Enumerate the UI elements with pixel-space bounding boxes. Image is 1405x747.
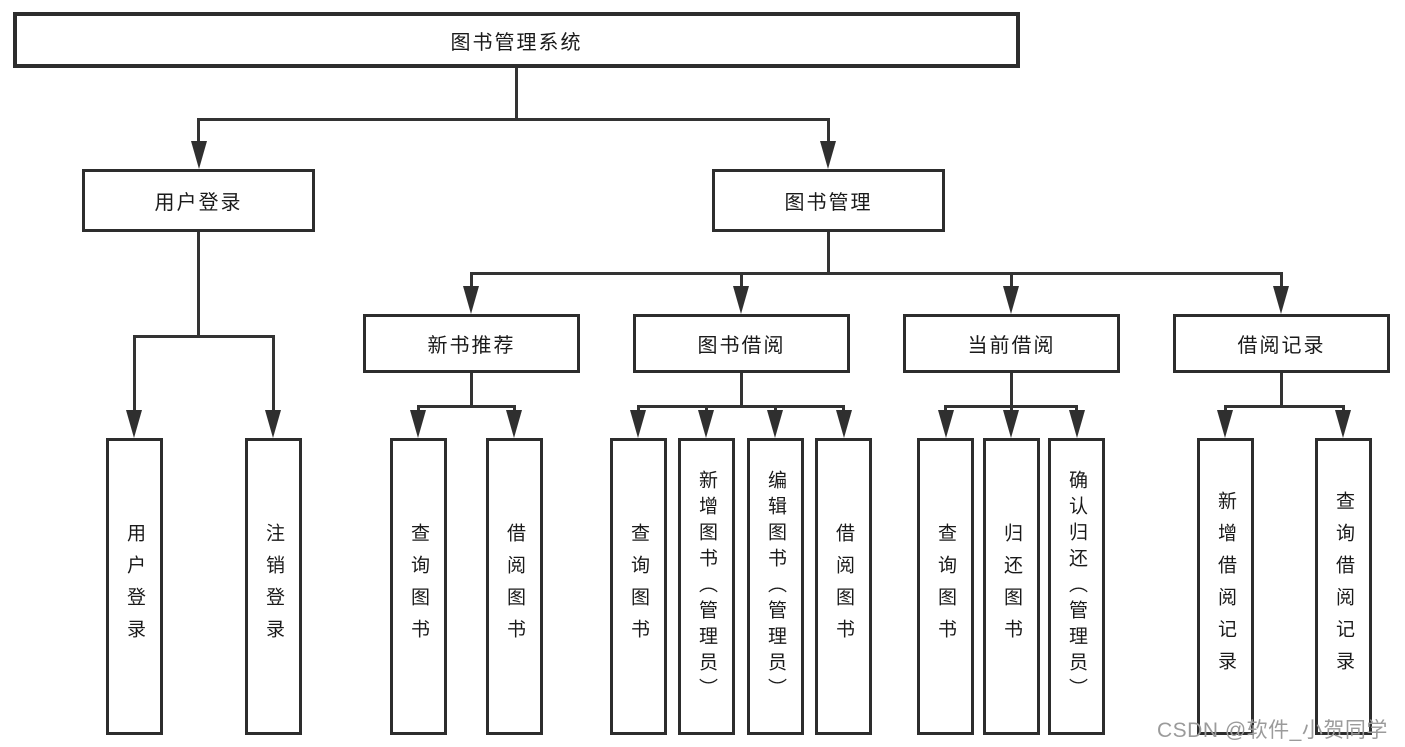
leaf-return-books: 归还图书 <box>983 438 1040 735</box>
node-label: 图书借阅 <box>697 335 786 357</box>
arrow-down-icon <box>506 410 522 438</box>
node-root: 图书管理系统 <box>13 12 1020 68</box>
leaf-add-borrow-record: 新增借阅记录 <box>1197 438 1254 735</box>
arrow-down-icon <box>1003 286 1019 314</box>
connector-line <box>827 232 830 275</box>
arrow-down-icon <box>1217 410 1233 438</box>
leaf-edit-book-admin: 编辑图书（管理员） <box>747 438 804 735</box>
arrow-down-icon <box>1335 410 1351 438</box>
connector-line <box>133 335 136 412</box>
connector-line <box>637 405 845 408</box>
connector-line <box>637 405 640 413</box>
connector-line <box>470 272 1283 275</box>
arrow-down-icon <box>1273 286 1289 314</box>
connector-line <box>842 405 845 413</box>
connector-line <box>1224 405 1227 413</box>
node-borrowing-records: 借阅记录 <box>1173 314 1390 373</box>
connector-line <box>197 232 200 338</box>
leaf-label: 确认归还（管理员） <box>1066 469 1087 704</box>
arrow-down-icon <box>630 410 646 438</box>
connector-line <box>133 335 274 338</box>
connector-line <box>1280 272 1283 289</box>
connector-line <box>513 405 516 413</box>
node-label: 新书推荐 <box>427 335 516 357</box>
connector-line <box>1280 373 1283 407</box>
arrow-down-icon <box>733 286 749 314</box>
connector-line <box>1010 373 1013 407</box>
leaf-label: 查询图书 <box>935 522 956 651</box>
connector-line <box>197 118 200 144</box>
arrow-down-icon <box>265 410 281 438</box>
connector-line <box>197 118 830 121</box>
leaf-query-borrow-record: 查询借阅记录 <box>1315 438 1372 735</box>
leaf-label: 归还图书 <box>1001 522 1022 651</box>
node-label: 当前借阅 <box>967 335 1056 357</box>
leaf-confirm-return-admin: 确认归还（管理员） <box>1048 438 1105 735</box>
node-label: 借阅记录 <box>1237 335 1326 357</box>
leaf-query-books-borrowing: 查询图书 <box>610 438 667 735</box>
arrow-down-icon <box>767 410 783 438</box>
node-book-management: 图书管理 <box>712 169 945 232</box>
leaf-borrow-books-recommend: 借阅图书 <box>486 438 543 735</box>
node-label: 用户登录 <box>154 192 243 214</box>
arrow-down-icon <box>410 410 426 438</box>
leaf-label: 查询借阅记录 <box>1333 490 1354 683</box>
csdn-watermark: CSDN @软件_小贺同学 <box>1157 719 1388 742</box>
leaf-borrow-books-borrowing: 借阅图书 <box>815 438 872 735</box>
leaf-label: 查询图书 <box>628 522 649 651</box>
node-user-login: 用户登录 <box>82 169 315 232</box>
connector-line <box>740 272 743 289</box>
connector-line <box>470 272 473 289</box>
connector-line <box>417 405 516 408</box>
leaf-label: 借阅图书 <box>833 522 854 651</box>
leaf-label: 注销登录 <box>263 522 284 651</box>
connector-line <box>470 373 473 407</box>
leaf-query-books-current: 查询图书 <box>917 438 974 735</box>
arrow-down-icon <box>463 286 479 314</box>
connector-line <box>827 118 830 144</box>
arrow-down-icon <box>836 410 852 438</box>
leaf-label: 用户登录 <box>124 522 145 651</box>
connector-line <box>272 335 275 412</box>
arrow-down-icon <box>1069 410 1085 438</box>
leaf-label: 编辑图书（管理员） <box>765 469 786 704</box>
connector-line <box>417 405 420 413</box>
node-new-book-recommendation: 新书推荐 <box>363 314 580 373</box>
leaf-user-login: 用户登录 <box>106 438 163 735</box>
leaf-add-book-admin: 新增图书（管理员） <box>678 438 735 735</box>
connector-line <box>515 68 518 120</box>
leaf-label: 查询图书 <box>408 522 429 651</box>
connector-line <box>705 405 708 413</box>
leaf-label: 新增图书（管理员） <box>696 469 717 704</box>
leaf-query-books-recommend: 查询图书 <box>390 438 447 735</box>
connector-line <box>740 373 743 407</box>
arrow-down-icon <box>1003 410 1019 438</box>
arrow-down-icon <box>191 141 207 169</box>
node-label: 图书管理 <box>784 192 873 214</box>
arrow-down-icon <box>938 410 954 438</box>
leaf-logout: 注销登录 <box>245 438 302 735</box>
connector-line <box>1224 405 1345 408</box>
connector-line <box>1010 272 1013 289</box>
connector-line <box>774 405 777 413</box>
leaf-label: 借阅图书 <box>504 522 525 651</box>
arrow-down-icon <box>126 410 142 438</box>
connector-line <box>1010 405 1013 413</box>
connector-line <box>944 405 947 413</box>
node-current-borrowing: 当前借阅 <box>903 314 1120 373</box>
arrow-down-icon <box>698 410 714 438</box>
connector-line <box>1342 405 1345 413</box>
arrow-down-icon <box>820 141 836 169</box>
connector-line <box>1075 405 1078 413</box>
node-label: 图书管理系统 <box>450 31 583 54</box>
leaf-label: 新增借阅记录 <box>1215 490 1236 683</box>
node-book-borrowing: 图书借阅 <box>633 314 850 373</box>
